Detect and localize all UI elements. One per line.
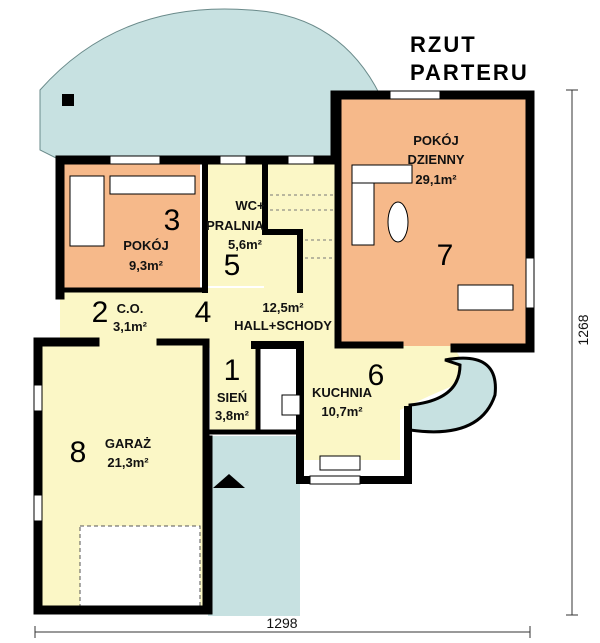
room-7-name: POKÓJ [413,133,459,148]
room-1-area: 3,8m² [215,408,250,423]
hall-fill [60,288,342,348]
furniture [69,164,514,471]
entrance-fill [208,436,300,616]
room-3-number: 3 [164,204,181,237]
stairs [270,194,335,259]
bay-window [408,356,497,434]
room-6-area: 10,7m² [321,404,363,419]
dimension-lines [34,89,578,638]
title-line-2: PARTERU [410,60,529,85]
room-4-number: 4 [195,296,212,329]
windows [33,90,535,522]
room-7-number: 7 [437,239,454,272]
width-dimension: 1298 [266,615,297,631]
room-8-name: GARAŻ [105,436,151,451]
room-2-number: 2 [92,296,109,329]
room-2-area: 3,1m² [113,319,148,334]
title-line-1: RZUT [410,32,477,57]
room-8-area: 21,3m² [107,455,149,470]
room-5-name-2: PRALNIA [206,218,264,233]
room-4-name: HALL+SCHODY [234,318,332,333]
room-5-area: 5,6m² [228,237,263,252]
room-3-name: POKÓJ [123,238,169,253]
room-7-area: 29,1m² [415,172,457,187]
room-5-name: WC+ [235,198,265,213]
room-3-area: 9,3m² [129,258,164,273]
room-5-number: 5 [224,249,241,282]
room-4-area: 12,5m² [262,300,304,315]
room-1-number: 1 [224,354,241,387]
garage-door [79,525,201,609]
room-1-fill [210,346,258,432]
height-dimension: 1268 [575,314,591,345]
room-7-name-2: DZIENNY [407,152,464,167]
room-2-name: C.O. [117,301,144,316]
room-1-name: SIEŃ [217,390,247,405]
room-6-name: KUCHNIA [312,385,373,400]
room-5-fill [204,164,268,286]
room-6-number: 6 [368,359,385,392]
terrace-post [62,94,74,106]
terrace [39,8,381,161]
entrance-triangle [213,474,245,488]
room-8-number: 8 [70,436,87,469]
room-6-fill [300,346,462,460]
